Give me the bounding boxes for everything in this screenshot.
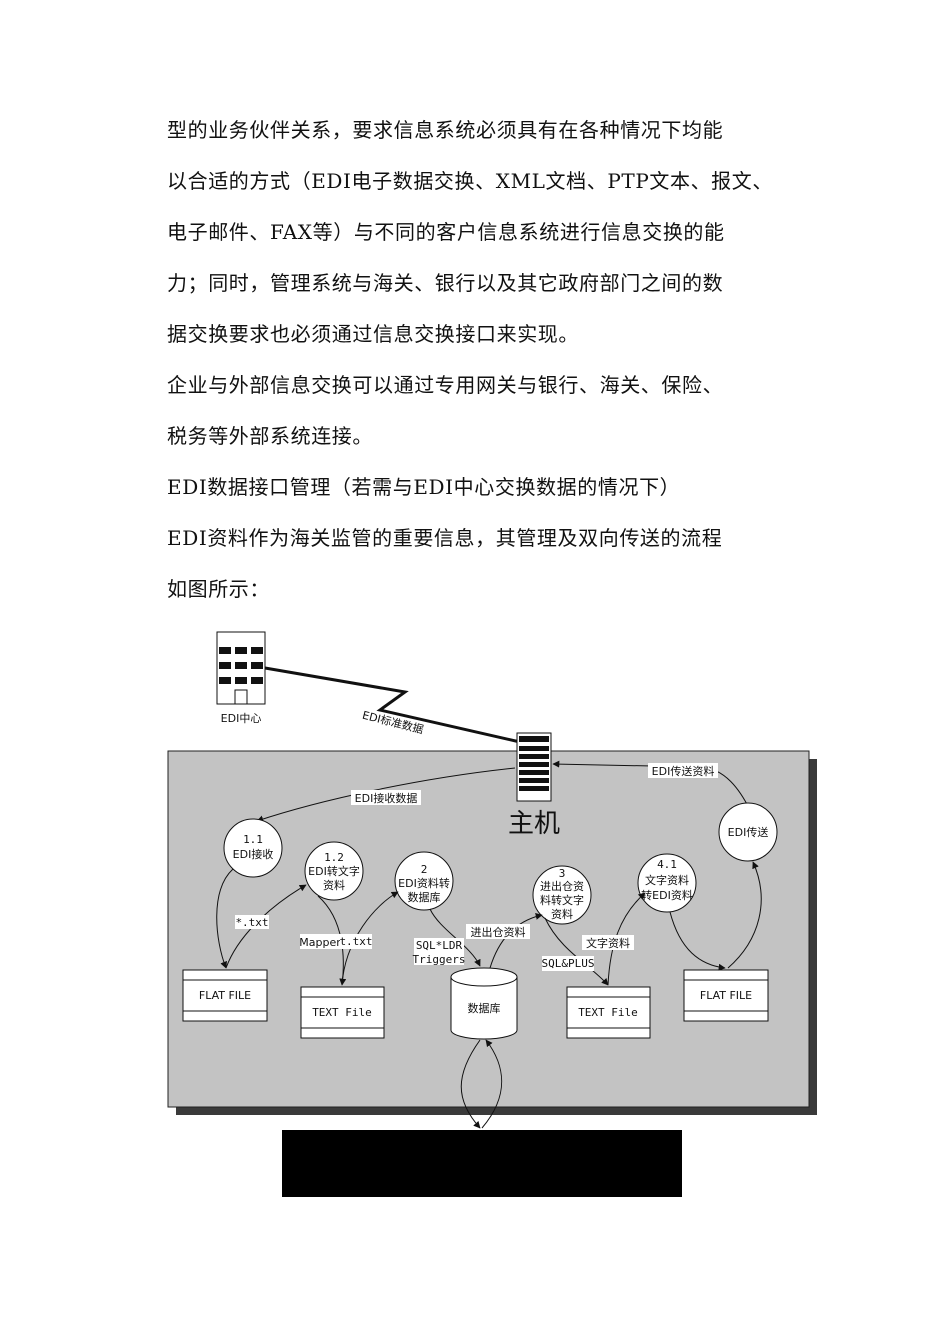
process-edi-receive: 1.1 EDI接收 — [223, 818, 283, 878]
svg-text:文字资料: 文字资料 — [645, 873, 689, 887]
text-data-label: 文字资料 — [586, 936, 630, 950]
inout-data-label: 进出仓资料 — [471, 925, 526, 939]
sql-ldr-bg — [414, 938, 464, 965]
edi-link-line — [264, 666, 521, 744]
database-label: 数据库 — [468, 1001, 501, 1015]
edi-receive-data-label: EDI接收数据 — [355, 791, 418, 805]
store-flat-file-right: FLAT FILE — [683, 969, 769, 1022]
arrow-textfile-to-edi-db — [341, 891, 399, 986]
edi-receive-data-bg — [351, 790, 421, 805]
store-text-file-left: TEXT File — [300, 986, 385, 1039]
sql-plus-label: SQL&PLUS — [542, 957, 595, 970]
paragraph-line-1: 型的业务伙伴关系，要求信息系统必须具有在各种情况下均能 — [167, 118, 724, 142]
svg-text:FLAT FILE: FLAT FILE — [700, 989, 752, 1002]
store-text-file-right: TEXT File — [566, 986, 651, 1039]
paragraph-line-8: EDI数据接口管理（若需与EDI中心交换数据的情况下） — [167, 475, 681, 499]
paragraph-line-5: 据交换要求也必须通过信息交换接口来实现。 — [167, 322, 579, 346]
svg-text:EDI接收: EDI接收 — [233, 847, 274, 861]
text-data-bg — [582, 935, 634, 950]
process-edi-to-database: 2 EDI资料转 数据库 — [394, 851, 454, 911]
arrow-flat-to-edi-send — [727, 861, 762, 969]
sql-plus-bg — [542, 956, 594, 971]
svg-text:1.2: 1.2 — [324, 851, 344, 864]
edi-send-data-bg — [648, 763, 718, 778]
svg-text:数据库: 数据库 — [408, 890, 441, 904]
arrow-external-database — [481, 1039, 503, 1129]
svg-text:EDI转文字: EDI转文字 — [308, 864, 360, 878]
svg-text:4.1: 4.1 — [657, 858, 677, 871]
mapper-label: Mapper — [299, 936, 341, 949]
process-inout-to-text: 3 进出仓资 料转文字 资料 — [532, 865, 592, 925]
svg-text:资料: 资料 — [551, 907, 573, 921]
database-cylinder-icon — [450, 967, 518, 1040]
svg-text:EDI资料转: EDI资料转 — [398, 876, 450, 890]
paragraph-line-4: 力；同时，管理系统与海关、银行以及其它政府部门之间的数 — [167, 271, 724, 295]
paragraph-line-10: 如图所示： — [167, 577, 270, 601]
arrow-receive-to-flat — [216, 868, 234, 969]
svg-text:3: 3 — [559, 867, 566, 880]
triggers-label: Triggers — [413, 953, 466, 966]
star-txt-label: *.txt — [235, 916, 268, 929]
svg-text:资料: 资料 — [323, 878, 345, 892]
process-edi-to-text: 1.2 EDI转文字 资料 — [304, 841, 364, 901]
paragraph-line-9: EDI资料作为海关监管的重要信息，其管理及双向传送的流程 — [167, 526, 723, 550]
t-txt-bg — [340, 934, 372, 949]
arrow-text-edi-to-flat — [669, 911, 726, 971]
svg-text:1.1: 1.1 — [243, 833, 263, 846]
process-text-to-edi: 4.1 文字资料 转EDI资料 — [637, 853, 697, 913]
svg-text:2: 2 — [421, 863, 428, 876]
arrow-edi-db-to-database — [429, 908, 481, 967]
host-server-icon — [516, 732, 552, 802]
edi-center-label: EDI中心 — [221, 712, 262, 725]
inout-data-bg — [466, 924, 530, 939]
host-label: 主机 — [508, 809, 560, 839]
sql-ldr-label: SQL*LDR — [416, 939, 463, 952]
paragraph-line-2: 以合适的方式（EDI电子数据交换、XML文档、PTP文本、报文、 — [167, 169, 773, 193]
mapper-bg — [300, 934, 340, 949]
svg-text:EDI传送: EDI传送 — [728, 825, 769, 839]
process-edi-send: EDI传送 — [718, 802, 778, 862]
store-flat-file-left: FLAT FILE — [182, 969, 268, 1022]
external-system-box — [282, 1130, 682, 1197]
t-txt-label: t.txt — [339, 935, 372, 948]
edi-send-data-label: EDI传送资料 — [652, 764, 715, 778]
svg-text:TEXT File: TEXT File — [578, 1006, 638, 1019]
edi-center-building-icon — [216, 631, 266, 705]
arrow-textfile-to-text-edi — [607, 892, 646, 986]
svg-text:FLAT FILE: FLAT FILE — [199, 989, 251, 1002]
svg-text:转EDI资料: 转EDI资料 — [641, 888, 693, 902]
paragraph-line-3: 电子邮件、FAX等）与不同的客户信息系统进行信息交换的能 — [167, 220, 725, 244]
paragraph-line-6: 企业与外部信息交换可以通过专用网关与银行、海关、保险、 — [167, 373, 724, 397]
arrow-database-external — [460, 1039, 481, 1129]
svg-text:TEXT File: TEXT File — [312, 1006, 372, 1019]
star-txt-bg — [235, 915, 269, 929]
svg-text:料转文字: 料转文字 — [540, 893, 584, 907]
paragraph-line-7: 税务等外部系统连接。 — [167, 424, 373, 448]
svg-text:进出仓资: 进出仓资 — [540, 879, 584, 893]
